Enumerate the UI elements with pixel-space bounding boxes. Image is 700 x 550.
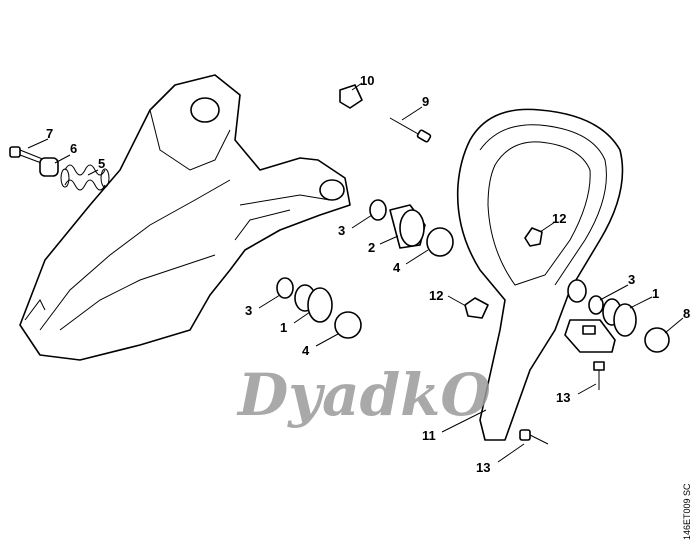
- label-9: 9: [422, 94, 429, 109]
- part-labels: 7 6 5 10 9 3 2 4 12 3 1 4 12 3 1 8 13 11…: [46, 73, 690, 475]
- label-5: 5: [98, 156, 105, 171]
- label-1-right: 1: [652, 286, 659, 301]
- label-13-lower: 13: [476, 460, 490, 475]
- damper-2: [389, 204, 426, 249]
- label-4-upper: 4: [393, 260, 401, 275]
- damper-1-left: [294, 284, 333, 323]
- label-7: 7: [46, 126, 53, 141]
- plug-12-lower: [464, 297, 489, 319]
- screw-13-upper: [593, 361, 605, 390]
- plug-12-upper: [524, 227, 543, 247]
- nut-6: [39, 157, 59, 177]
- label-4-lower: 4: [302, 343, 310, 358]
- wire-9: [389, 117, 432, 143]
- ring-3-lower: [276, 277, 294, 299]
- washer-8: [644, 327, 670, 353]
- label-10: 10: [360, 73, 374, 88]
- clip-10: [339, 84, 363, 109]
- ring-3-upper: [369, 199, 387, 221]
- label-6: 6: [70, 141, 77, 156]
- label-3-lower: 3: [245, 303, 252, 318]
- label-2: 2: [368, 240, 375, 255]
- spring-5: [60, 164, 110, 191]
- housing: [19, 74, 351, 361]
- leader-lines: [27, 82, 684, 463]
- label-11: 11: [422, 428, 436, 443]
- label-3-upper: 3: [338, 223, 345, 238]
- label-12-lower: 12: [429, 288, 443, 303]
- plug-4-lower: [334, 311, 362, 339]
- damper-1-right: [602, 298, 637, 337]
- handle-bar: [456, 108, 624, 441]
- screw-13-lower: [519, 429, 549, 445]
- label-13-upper: 13: [556, 390, 570, 405]
- label-1-left: 1: [280, 320, 287, 335]
- label-8: 8: [683, 306, 690, 321]
- plug-4-upper: [426, 227, 454, 257]
- ring-3-right: [588, 295, 604, 315]
- drawing-code: 146ET009 SC: [682, 483, 692, 540]
- label-12-upper: 12: [552, 211, 566, 226]
- watermark: DyadkO: [236, 361, 491, 429]
- label-3-right: 3: [628, 272, 635, 287]
